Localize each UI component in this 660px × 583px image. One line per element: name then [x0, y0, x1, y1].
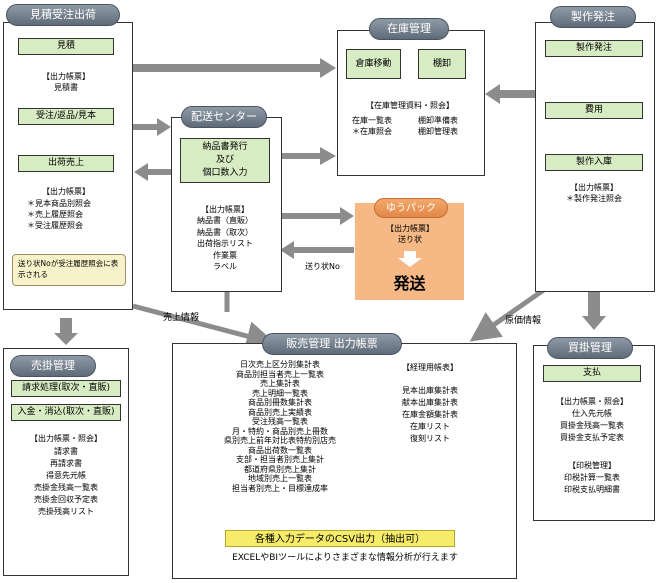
hanbai-item: 商品別冊数集計表 — [248, 398, 312, 407]
hanbai-item: 売上集計表 — [260, 379, 300, 388]
keiri-item: 献本出庫集計表 — [402, 398, 458, 407]
soko-ido-button[interactable]: 倉庫移動 — [346, 49, 401, 79]
arrow-juchu-haiso — [133, 118, 171, 136]
keiri-item: 復刻リスト — [410, 434, 450, 443]
hanbai-item: 担当者別売上・目標達成率 — [232, 483, 328, 493]
mitsumori-title: 見積受注出荷 — [6, 4, 120, 26]
shukka-output-item: ＊受注履歴照会 — [27, 221, 83, 230]
hanbai-item: 商品別担当者売上一覧表 — [236, 369, 324, 379]
arrow-uriage-joho — [132, 303, 277, 351]
kaikake-item: 印税支払明細書 — [564, 485, 620, 494]
yupack-title: ゆうパック — [374, 198, 448, 218]
scroll-note — [12, 254, 126, 286]
seisaku-output-head: 【出力帳票】 — [570, 183, 618, 192]
hanbai-item: 都道府県別売上集計 — [244, 464, 316, 474]
scroll-note-text: 送り状Noが受注履歴照会に表示される — [18, 259, 119, 279]
urikake-title: 売掛管理 — [10, 355, 96, 377]
hanbai-item: 支部・担当者別売上集計 — [236, 455, 324, 464]
urikake-output-item: 売掛金回収予定表 — [34, 495, 98, 504]
urikake-output-item: 売掛残高リスト — [38, 507, 94, 516]
arrow-genka-joho — [469, 284, 550, 342]
mitsumori-output-head: 【出力帳票】 — [42, 72, 90, 81]
urikake-output-item: 得意先元帳 — [46, 471, 86, 480]
hanbai-item: 商品出荷数一覧表 — [248, 445, 312, 455]
arrow-haiso-shukka — [134, 163, 171, 181]
haiso-output-item: 納品書（直販） — [197, 216, 253, 225]
arrow-seisaku-kaikake — [582, 292, 606, 330]
arrow-haiso-zaiko — [282, 147, 336, 165]
okurijo-no-label: 送り状No — [305, 262, 340, 271]
seisaku-output-item: ＊製作発注照会 — [566, 194, 622, 203]
kaikake-title: 買掛管理 — [547, 337, 633, 359]
csv-output-banner: 各種入力データのCSV出力（抽出可） — [225, 530, 455, 547]
haiso-output-item: 出荷指示リスト — [197, 239, 253, 248]
urikake-output-item: 売掛金残高一覧表 — [34, 483, 98, 492]
hanbai-item: 売上明細一覧表 — [252, 388, 308, 398]
hanbai-list: 日次売上区分別集計表商品別担当者売上一覧表売上集計表売上明細一覧表商品別冊数集計… — [195, 360, 365, 493]
urikake-output-item: 請求書 — [54, 447, 78, 456]
hanbai-item: 県別売上前年対比表特約別店売 — [224, 436, 336, 445]
haiso-output-item: ラベル — [213, 262, 237, 271]
hanbai-footer: EXCELやBIツールによりさまざまな情報分析が行えます — [232, 553, 458, 563]
shiharai-button[interactable]: 支払 — [543, 365, 641, 382]
zaiko-col1-item: ＊在庫照会 — [352, 127, 392, 136]
genka-joho-label: 原価情報 — [505, 316, 542, 326]
kaikake-head1: 【出力帳票・照会】 — [556, 397, 628, 406]
haiso-output-head: 【出力帳票】 — [201, 205, 249, 214]
keiri-item: 在庫金額集計表 — [402, 410, 458, 419]
arrow-mitsumori-zaiko — [133, 58, 336, 78]
kaikake-item: 買掛金残高一覧表 — [560, 421, 624, 430]
nyukin-button[interactable]: 入金・消込(取次・直販) — [11, 404, 121, 421]
hanbai-item: 月・特約・商品別売上冊数 — [232, 426, 328, 436]
shukka-output-head: 【出力帳票】 — [42, 187, 90, 196]
hanbai-title: 販売管理 出力帳票 — [262, 333, 402, 355]
haiso-title: 配送センター — [181, 106, 267, 128]
zaiko-head: 【在庫管理資料・照会】 — [366, 101, 454, 110]
arrow-yupack-haiso — [280, 241, 354, 259]
zaiko-title: 在庫管理 — [369, 18, 449, 40]
uriage-joho-label: 売上情報 — [163, 313, 200, 323]
hanbai-item: 商品別売上実績表 — [248, 407, 312, 417]
hanbai-item: 日次売上区分別集計表 — [240, 360, 320, 369]
arrow-haiso-yupack — [282, 207, 354, 225]
kaikake-item: 買掛金支払予定表 — [560, 433, 624, 442]
seisaku-title: 製作発注 — [550, 6, 636, 28]
tanaoroshi-button[interactable]: 棚卸 — [418, 49, 466, 79]
shukka-output-item: ＊売上履歴照会 — [27, 210, 83, 219]
kaikake-item: 印税計算一覧表 — [564, 473, 620, 482]
mitsumori-output-item: 見積書 — [54, 83, 78, 92]
arrow-seisaku-zaiko — [485, 84, 535, 104]
shukka-output-item: ＊見本商品別照会 — [27, 199, 91, 208]
seikyu-button[interactable]: 請求処理(取次・直販) — [11, 380, 121, 397]
nohinsho-button[interactable]: 納品書発行 及び 個口数入力 — [180, 138, 270, 183]
hanbai-item: 受注残高一覧表 — [252, 417, 308, 426]
hanbai-item: 地域別売上一覧表 — [248, 474, 312, 483]
arrow-mitsumori-urikake — [54, 318, 78, 345]
zaiko-col1-item: 在庫一覧表 — [352, 116, 392, 125]
nohinsho-label: 納品書発行 及び 個口数入力 — [202, 142, 248, 178]
juchu-button[interactable]: 受注/返品/見本 — [18, 108, 114, 125]
hasso-label: 発送 — [393, 274, 426, 293]
keiri-head: 【経理用帳表】 — [402, 363, 458, 372]
seisaku-nyuko-button[interactable]: 製作入庫 — [545, 154, 643, 171]
seisaku-hatchu-button[interactable]: 製作発注 — [545, 40, 643, 57]
keiri-item: 在庫リスト — [410, 422, 450, 431]
mitsumori-button[interactable]: 見積 — [18, 38, 114, 55]
zaiko-col2-item: 棚卸管理表 — [418, 127, 458, 136]
hiyo-button[interactable]: 費用 — [545, 102, 643, 119]
zaiko-col2-item: 棚卸準備表 — [418, 116, 458, 125]
kaikake-head2: 【印税管理】 — [568, 461, 616, 470]
hasso-arrow-icon — [398, 251, 422, 267]
haiso-output-item: 納品書（取次） — [197, 228, 253, 237]
yupack-item: 送り状 — [398, 235, 422, 244]
haiso-output-item: 作業票 — [213, 251, 237, 260]
shukka-button[interactable]: 出荷売上 — [18, 155, 114, 172]
keiri-item: 見本出庫集計表 — [402, 386, 458, 395]
urikake-output-head: 【出力帳票・照会】 — [30, 434, 102, 443]
yupack-head: 【出力帳票】 — [386, 224, 434, 233]
urikake-output-item: 再請求書 — [50, 459, 82, 468]
kaikake-item: 仕入先元帳 — [572, 409, 612, 418]
